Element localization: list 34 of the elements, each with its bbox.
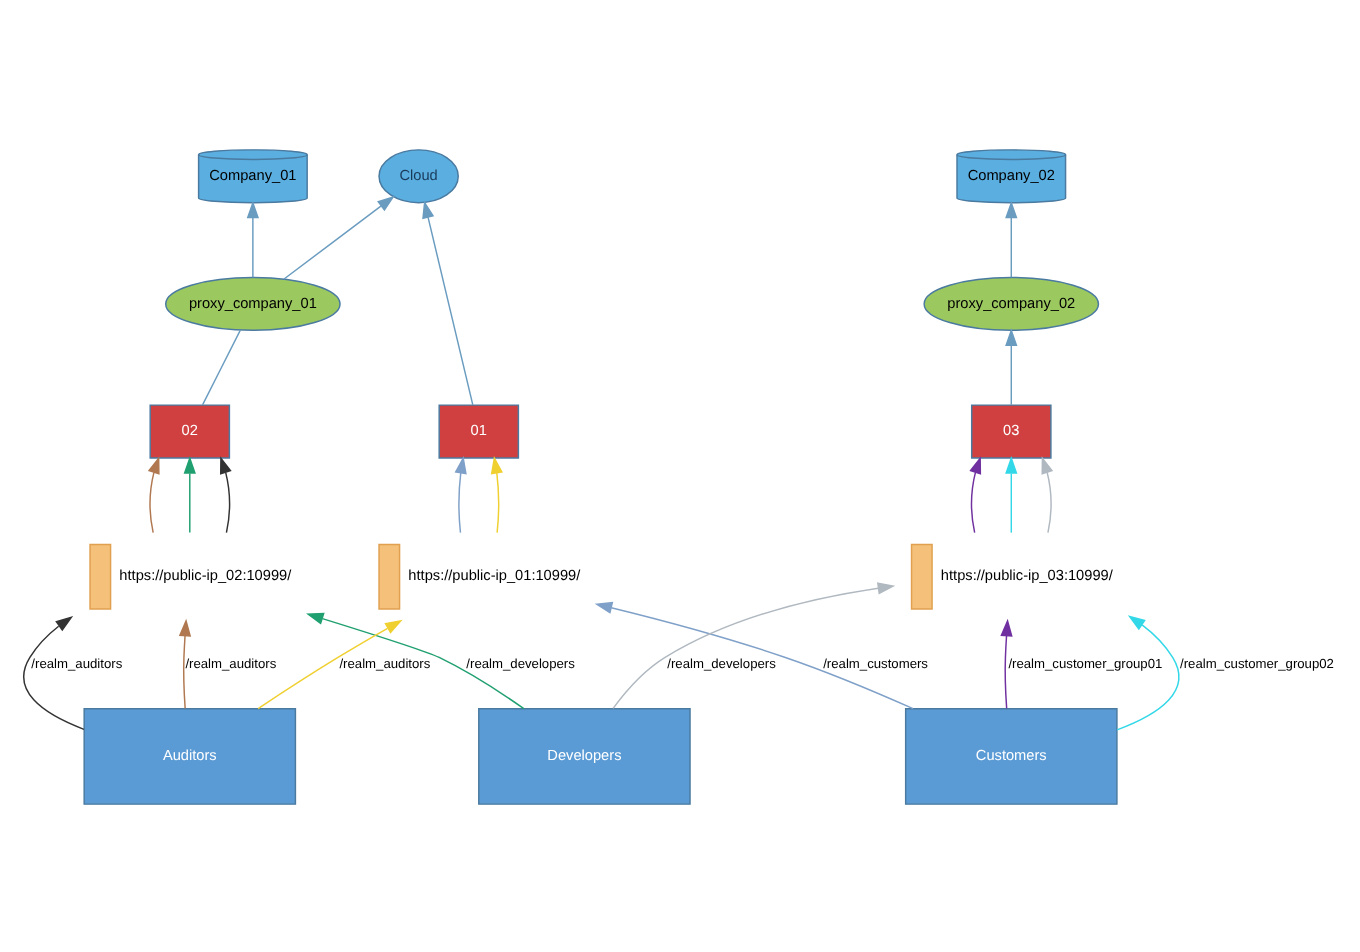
node-box: Developers: [478, 707, 691, 804]
arrow: [183, 455, 196, 533]
node-ellipse: Cloud: [378, 148, 459, 203]
arrow: [454, 455, 467, 533]
node-label: https://public-ip_03:10999/: [940, 565, 1113, 584]
arrow: [1005, 327, 1018, 405]
node-box: 02: [149, 403, 231, 458]
node-label: https://public-ip_02:10999/: [119, 565, 292, 584]
arrow: [594, 600, 914, 709]
node-ellipse: proxy_company_02: [923, 275, 1100, 331]
node-label: https://public-ip_01:10999/: [408, 565, 581, 584]
connector: [201, 328, 242, 405]
node-box: Customers: [904, 707, 1118, 804]
arrow: [969, 455, 982, 533]
arrow: [1116, 614, 1180, 730]
node-box: 01: [438, 403, 520, 458]
arrow: [1041, 455, 1054, 533]
arrow: [306, 611, 525, 709]
node-box: 03: [970, 403, 1052, 458]
node-ellipse: proxy_company_01: [165, 275, 341, 331]
arrow: [283, 194, 395, 279]
arrow: [257, 618, 403, 709]
arrow: [1005, 455, 1018, 533]
arrow: [422, 199, 474, 405]
arrow: [23, 615, 85, 730]
node-box: Auditors: [83, 707, 297, 804]
arrow: [178, 617, 192, 709]
arrow: [1000, 617, 1013, 709]
arrow: [612, 581, 896, 709]
arrow: [490, 455, 503, 533]
arrow: [246, 199, 260, 277]
arrow: [1005, 199, 1018, 277]
arrow: [147, 455, 160, 533]
arrow: [220, 455, 232, 533]
